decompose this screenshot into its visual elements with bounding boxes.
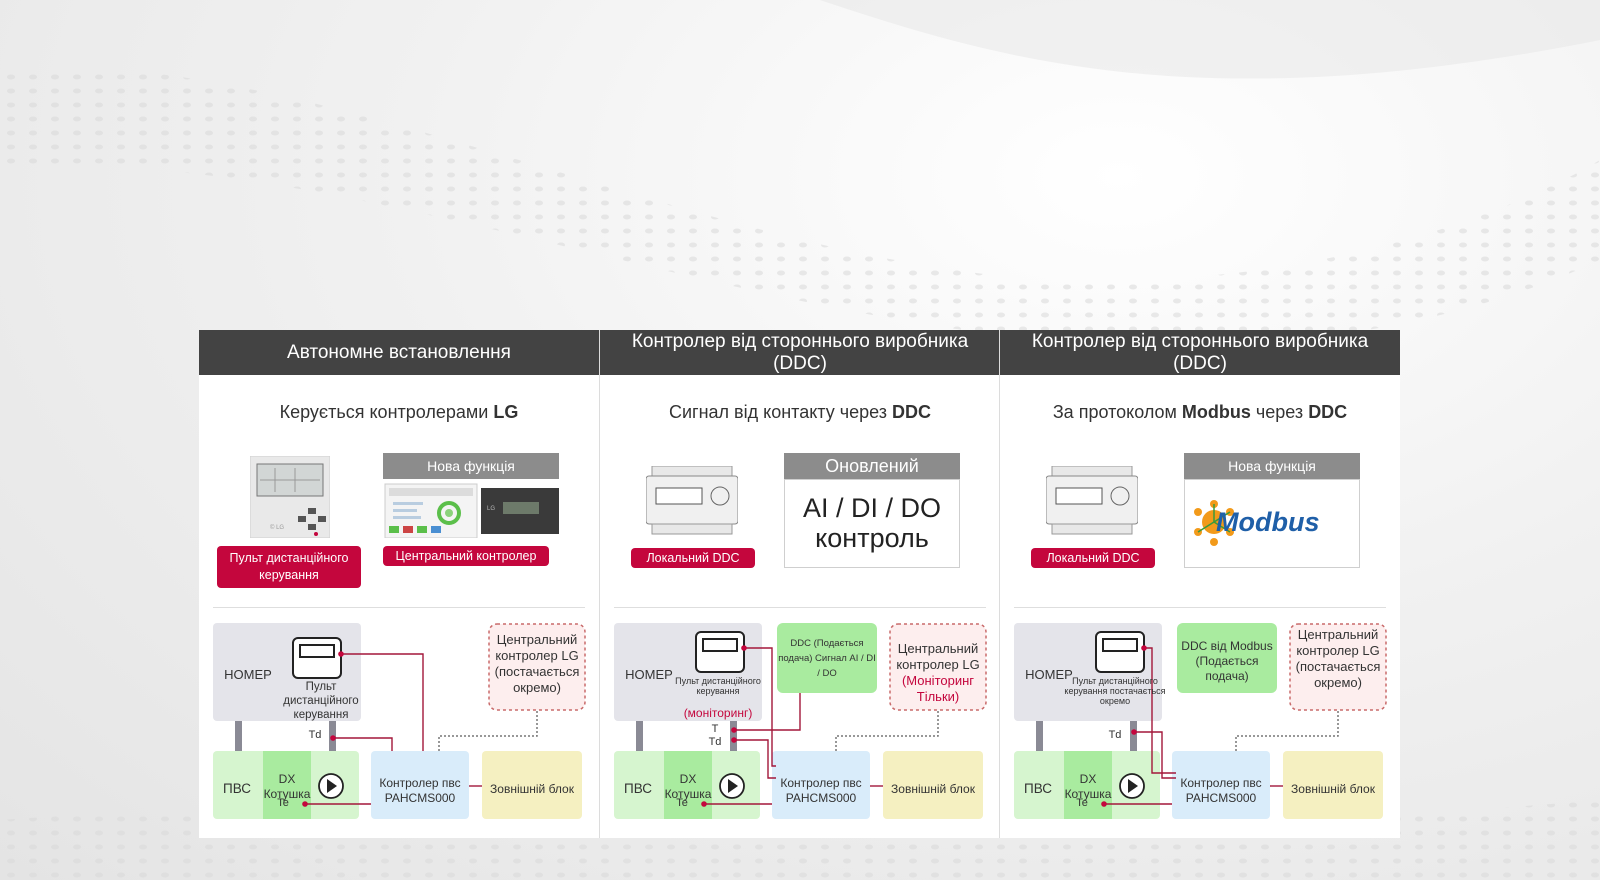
feature-box xyxy=(784,479,960,568)
system-diagram xyxy=(213,623,586,819)
room-label: НОМЕР xyxy=(1025,667,1073,682)
td-label: Td xyxy=(308,729,322,741)
outdoor-unit-label: Зовнішній блок xyxy=(1291,782,1375,796)
local-ddc-image xyxy=(1046,466,1138,535)
ddc-label: DDC (Подається подача) Сигнал AI / DI / … xyxy=(778,638,876,679)
te-label: Te xyxy=(1076,797,1088,809)
outdoor-unit-box xyxy=(482,751,582,819)
room-label: НОМЕР xyxy=(224,667,272,682)
panel-subtitle: Сигнал від контакту через DDC xyxy=(668,402,931,422)
central-controller-box xyxy=(889,623,987,711)
outdoor-unit-box xyxy=(1283,751,1383,819)
system-diagram xyxy=(1014,623,1387,819)
device-badge: Пульт дистанційного керування xyxy=(217,546,361,588)
coil-label: DX Котушка xyxy=(1064,772,1112,801)
central-controller-box xyxy=(488,623,586,711)
feature-badge: Центральний контролер xyxy=(383,546,549,566)
central-controller-image: LG xyxy=(384,483,559,538)
outdoor-unit-label: Зовнішній блок xyxy=(490,782,574,796)
panel-ddc-contact: Контролер від стороннього виробника (DDC… xyxy=(599,330,1000,838)
ahu-controller-box xyxy=(371,751,469,819)
ahu-label: ПВС xyxy=(623,781,652,796)
device-badge: Локальний DDC xyxy=(631,548,755,568)
td-label: Td xyxy=(1108,729,1122,741)
ddc-label: DDC від Modbus (Подається подача) xyxy=(1181,639,1273,683)
separator xyxy=(614,607,986,608)
svg-text:© LG: © LG xyxy=(270,524,284,531)
ahu-label: ПВС xyxy=(222,781,251,796)
ddc-box xyxy=(1177,623,1277,693)
central-controller-label: Центральний контролер LG (постачається о… xyxy=(1295,627,1381,690)
outdoor-unit-box xyxy=(883,751,983,819)
panel-header: Автономне встановлення xyxy=(199,330,599,375)
panel-subtitle: За протоколом Modbus через DDC xyxy=(1052,402,1348,422)
svg-text:LG: LG xyxy=(487,506,495,512)
coil-label: DX Котушка xyxy=(664,772,712,801)
te-label: Te xyxy=(277,797,289,809)
modbus-logo-icon xyxy=(1194,500,1234,546)
outdoor-unit-label: Зовнішній блок xyxy=(891,782,975,796)
feature-title: Нова функція xyxy=(383,453,559,479)
remote-monitoring-label: (моніторинг) xyxy=(683,706,753,720)
remote-label: Пульт дистанційного керування xyxy=(675,676,761,696)
central-controller-label: Центральний контролер LG (постачається о… xyxy=(494,632,580,695)
modbus-logo-text: Modbus xyxy=(1216,507,1320,537)
panel-standalone: Автономне встановлення Керується контрол… xyxy=(199,330,599,838)
panel-subtitle: Керується контролерами LG xyxy=(279,402,519,422)
t-label: T xyxy=(711,723,719,735)
td-label: Td xyxy=(708,736,722,748)
separator xyxy=(213,607,585,608)
ahu-controller-label: Контролер пвс PAHCMS000 xyxy=(379,776,461,805)
feature-title: Оновлений xyxy=(784,453,960,479)
ahu-controller-label: Контролер пвс PAHCMS000 xyxy=(780,776,862,805)
remote-controller-image: © LG xyxy=(250,456,330,538)
ahu-controller-box xyxy=(772,751,870,819)
ahu-controller-label: Контролер пвс PAHCMS000 xyxy=(1180,776,1262,805)
central-controller-label: Центральний контролер LG xyxy=(896,641,980,672)
ahu-label: ПВС xyxy=(1023,781,1052,796)
remote-label: Пульт дистанційного керування xyxy=(283,681,359,721)
central-controller-box xyxy=(1289,623,1387,711)
local-ddc-image xyxy=(646,466,738,535)
te-label: Te xyxy=(676,797,688,809)
panel-header: Контролер від стороннього виробника (DDC… xyxy=(600,330,1000,375)
feature-text: AI / DI / DO контроль xyxy=(802,493,942,553)
remote-label: Пульт дистанційного керування постачаєть… xyxy=(1064,676,1166,706)
ahu-controller-box xyxy=(1172,751,1270,819)
ddc-box xyxy=(777,623,877,693)
system-diagram xyxy=(614,623,987,819)
central-controller-monitoring-label: (Моніторинг Тільки) xyxy=(901,673,975,704)
panel-ddc-modbus: Контролер від стороннього виробника (DDC… xyxy=(999,330,1400,838)
device-badge: Локальний DDC xyxy=(1031,548,1155,568)
room-label: НОМЕР xyxy=(625,667,673,682)
panel-header: Контролер від стороннього виробника (DDC… xyxy=(1000,330,1400,375)
feature-title: Нова функція xyxy=(1184,453,1360,479)
separator xyxy=(1014,607,1386,608)
coil-label: DX Котушка xyxy=(263,772,311,801)
